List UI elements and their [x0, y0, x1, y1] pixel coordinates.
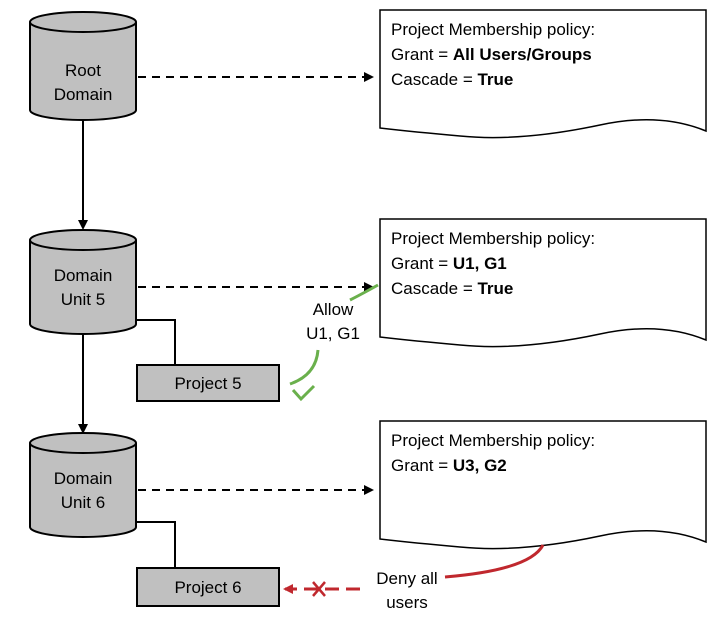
project-5-node[interactable]: Project 5	[136, 364, 280, 402]
policy-document-root: Project Membership policy: Grant = All U…	[379, 9, 707, 139]
domain-unit-5-label-line1: Domain	[54, 266, 113, 285]
allow-curve-lower	[289, 349, 320, 386]
domain-unit-6-node[interactable]: Domain Unit 6	[29, 432, 137, 538]
policy-du5-grant: Grant = U1, G1	[391, 254, 507, 273]
policy-document-du6: Project Membership policy: Grant = U3, G…	[379, 420, 707, 550]
du5-to-project5-connector	[137, 319, 176, 365]
deny-x-icon	[312, 581, 326, 597]
hierarchy-connectors	[78, 120, 176, 568]
policy-root-cascade: Cascade = True	[391, 70, 513, 89]
policy-connectors	[138, 72, 374, 495]
deny-label-line1: Deny all	[376, 569, 437, 588]
project-5-label: Project 5	[174, 374, 241, 393]
project-6-node[interactable]: Project 6	[136, 567, 280, 607]
allow-curve	[349, 283, 379, 302]
policy-root-title: Project Membership policy:	[391, 20, 595, 39]
deny-label-line2: users	[386, 593, 428, 612]
allow-label-line1: Allow	[313, 300, 354, 319]
root-domain-node[interactable]: Root Domain	[29, 11, 137, 121]
policy-du6-grant: Grant = U3, G2	[391, 456, 507, 475]
domain-unit-5-node[interactable]: Domain Unit 5	[29, 229, 137, 335]
policy-du6-title: Project Membership policy:	[391, 431, 595, 450]
policy-document-du5: Project Membership policy: Grant = U1, G…	[379, 218, 707, 348]
deny-annotation: Deny all users	[283, 544, 545, 612]
domain-unit-6-label-line1: Domain	[54, 469, 113, 488]
policy-du5-cascade: Cascade = True	[391, 279, 513, 298]
du6-to-project6-connector	[137, 521, 176, 568]
root-domain-label-line1: Root	[65, 61, 101, 80]
domain-unit-5-label-line2: Unit 5	[61, 290, 105, 309]
domain-unit-6-label-line2: Unit 6	[61, 493, 105, 512]
allow-annotation: Allow U1, G1	[289, 283, 379, 402]
project-6-label: Project 6	[174, 578, 241, 597]
allow-check-icon	[291, 384, 316, 402]
deny-curve	[444, 544, 545, 579]
allow-label-line2: U1, G1	[306, 324, 360, 343]
root-domain-label-line2: Domain	[54, 85, 113, 104]
policy-du5-title: Project Membership policy:	[391, 229, 595, 248]
policy-root-grant: Grant = All Users/Groups	[391, 45, 592, 64]
